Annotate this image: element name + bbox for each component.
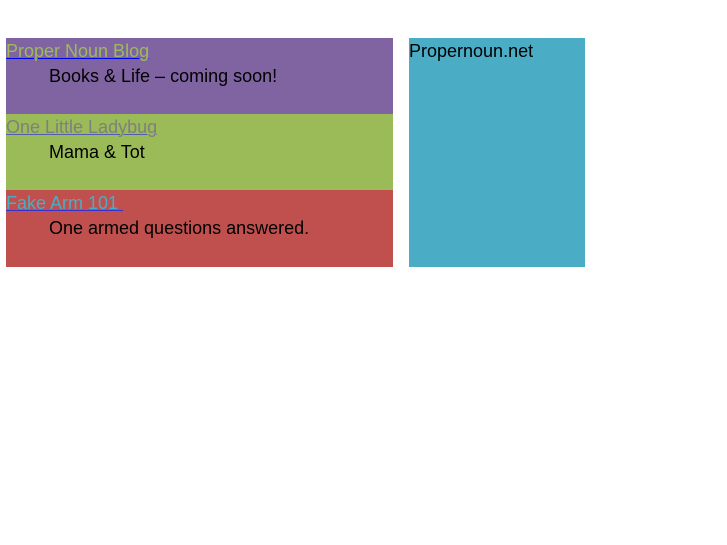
sidebar-panel: Propernoun.net	[409, 38, 585, 267]
blog-list: Proper Noun Blog Books & Life – coming s…	[6, 38, 393, 267]
blog-description: Books & Life – coming soon!	[49, 66, 278, 86]
blog-item-proper-noun: Proper Noun Blog Books & Life – coming s…	[6, 38, 393, 114]
blog-description: One armed questions answered.	[49, 218, 310, 238]
blog-link-fake-arm-101[interactable]: Fake Arm 101	[6, 193, 124, 213]
site-title: Propernoun.net	[409, 41, 534, 61]
blog-description: Mama & Tot	[49, 142, 145, 162]
blog-link-one-little-ladybug[interactable]: One Little Ladybug	[6, 117, 158, 137]
blog-item-one-little-ladybug: One Little Ladybug Mama & Tot	[6, 114, 393, 190]
blog-item-fake-arm-101: Fake Arm 101 One armed questions answere…	[6, 190, 393, 267]
blog-link-proper-noun[interactable]: Proper Noun Blog	[6, 41, 150, 61]
